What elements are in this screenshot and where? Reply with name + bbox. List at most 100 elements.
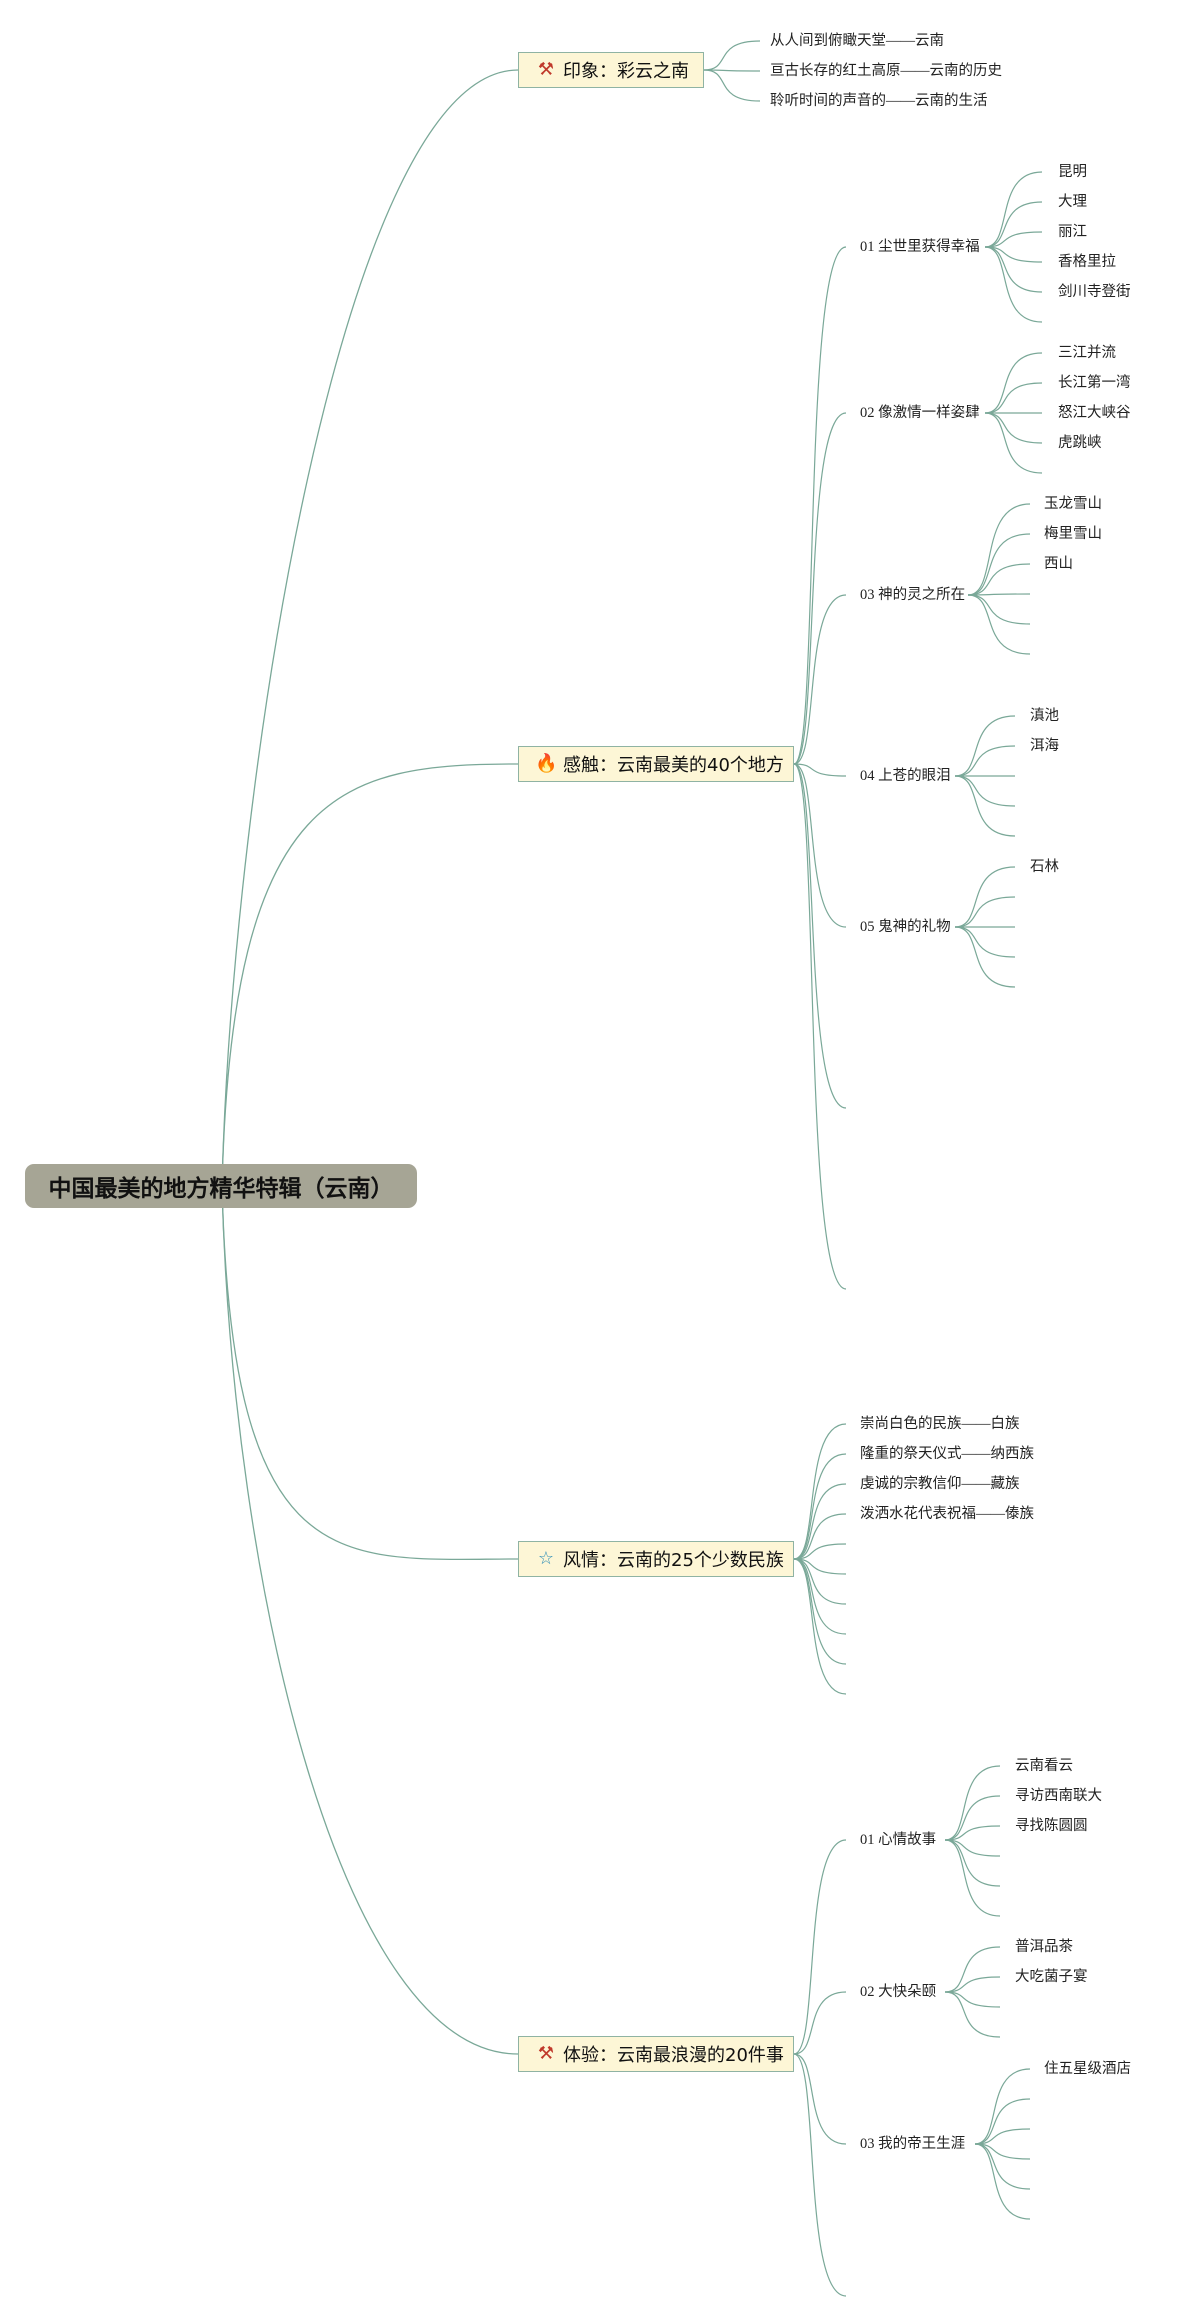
connector-line	[967, 593, 1031, 596]
connector-line	[944, 1991, 1001, 2008]
connector-line	[984, 382, 1043, 414]
connector-line	[974, 2128, 1031, 2145]
leaf-item[interactable]: 怒江大峡谷	[1058, 405, 1131, 421]
subtopic[interactable]: 05 鬼神的礼物	[860, 919, 951, 935]
connector-line	[793, 594, 847, 765]
connector-line	[954, 775, 1016, 807]
subtopic[interactable]: 02 大快朵颐	[860, 1984, 937, 2000]
connector-line	[954, 715, 1016, 777]
leaf-item[interactable]: 梅里雪山	[1044, 526, 1102, 542]
leaf-item[interactable]: 丽江	[1058, 224, 1087, 240]
leaf-item[interactable]: 虎跳峡	[1058, 435, 1102, 451]
leaf-item[interactable]: 西山	[1044, 556, 1073, 572]
leaf-item[interactable]: 大吃菌子宴	[1015, 1969, 1088, 1985]
leaf-item[interactable]: 昆明	[1058, 164, 1087, 180]
leaf-item[interactable]: 三江并流	[1058, 345, 1116, 361]
subtopic[interactable]: 03 神的灵之所在	[860, 587, 966, 603]
connector-line	[954, 926, 1016, 988]
connector-line	[954, 896, 1016, 928]
connector-line	[984, 352, 1043, 414]
connector-line	[974, 2143, 1031, 2190]
connector-line	[793, 763, 847, 928]
connector-line	[944, 1839, 1001, 1917]
connector-line	[944, 1795, 1001, 1841]
subtopic[interactable]: 02 像激情一样姿肆	[860, 405, 980, 421]
connector-line	[793, 763, 847, 777]
connector-line	[974, 2143, 1031, 2220]
leaf-item[interactable]: 洱海	[1030, 738, 1059, 754]
leaf-item[interactable]: 普洱品茶	[1015, 1939, 1073, 1955]
connector-line	[793, 1558, 847, 1695]
leaf-item[interactable]: 玉龙雪山	[1044, 496, 1102, 512]
connector-line	[967, 563, 1031, 596]
leaf-item[interactable]: 亘古长存的红土高原——云南的历史	[770, 63, 1002, 79]
leaf-item[interactable]: 隆重的祭天仪式——纳西族	[860, 1446, 1034, 1462]
topic-experience[interactable]: ⚒ 体验：云南最浪漫的20件事	[518, 2036, 794, 2072]
connector-line	[954, 866, 1016, 928]
subtopic[interactable]: 01 心情故事	[860, 1832, 937, 1848]
leaf-item[interactable]: 香格里拉	[1058, 254, 1116, 270]
connector-line	[954, 775, 1016, 837]
topic-label: 体验：云南最浪漫的20件事	[563, 2045, 784, 2066]
leaf-item[interactable]: 寻访西南联大	[1015, 1788, 1102, 1804]
leaf-item[interactable]: 石林	[1030, 859, 1059, 875]
connector-line	[793, 1543, 847, 1560]
connector-line	[793, 1453, 847, 1560]
topic-label: 感触：云南最美的40个地方	[563, 755, 784, 776]
connector-line	[793, 1483, 847, 1560]
connector-line	[703, 69, 761, 102]
connector-line	[984, 412, 1043, 444]
subtopic[interactable]: 04 上苍的眼泪	[860, 768, 951, 784]
leaf-item[interactable]: 虔诚的宗教信仰——藏族	[860, 1476, 1020, 1492]
connector-line	[984, 246, 1043, 293]
connector-line	[793, 412, 847, 765]
topic-touch[interactable]: 🔥 感触：云南最美的40个地方	[518, 746, 794, 782]
wand-icon: ⚒	[537, 59, 555, 80]
connector-line	[944, 1765, 1001, 1841]
connector-line	[793, 1558, 847, 1665]
connector-line	[944, 1991, 1001, 2038]
connector-line	[793, 763, 847, 1290]
leaf-item[interactable]: 滇池	[1030, 708, 1059, 724]
leaf-item[interactable]: 住五星级酒店	[1044, 2061, 1131, 2077]
root-topic[interactable]: 中国最美的地方精华特辑（云南）	[25, 1164, 417, 1208]
connector-line	[967, 533, 1031, 596]
connector-line	[944, 1839, 1001, 1857]
connector-line	[221, 69, 519, 1187]
connector-line	[793, 1423, 847, 1560]
fire-icon: 🔥	[535, 753, 558, 774]
leaf-item[interactable]: 云南看云	[1015, 1758, 1073, 1774]
subtopic[interactable]: 01 尘世里获得幸福	[860, 239, 980, 255]
leaf-item[interactable]: 泼洒水花代表祝福——傣族	[860, 1506, 1034, 1522]
leaf-item[interactable]: 崇尚白色的民族——白族	[860, 1416, 1020, 1432]
connector-line	[793, 1513, 847, 1560]
leaf-item[interactable]: 大理	[1058, 194, 1087, 210]
leaf-item[interactable]: 从人间到俯瞰天堂——云南	[770, 33, 944, 49]
connector-line	[967, 503, 1031, 596]
connector-line	[967, 594, 1031, 655]
leaf-item[interactable]: 寻找陈圆圆	[1015, 1818, 1088, 1834]
connector-line	[221, 1185, 519, 1561]
connector-line	[793, 2053, 847, 2297]
connector-line	[793, 763, 847, 1109]
connector-line	[793, 1839, 847, 2055]
topic-impression[interactable]: ⚒ 印象：彩云之南	[518, 52, 704, 88]
connector-line	[984, 231, 1043, 248]
leaf-item[interactable]: 聆听时间的声音的——云南的生活	[770, 93, 988, 109]
connector-line	[984, 412, 1043, 474]
connector-line	[793, 2053, 847, 2145]
connector-line	[974, 2143, 1031, 2160]
connector-line	[984, 171, 1043, 248]
wand-icon: ⚒	[537, 2043, 555, 2064]
connector-line	[944, 1825, 1001, 1841]
connector-line	[974, 2098, 1031, 2145]
leaf-item[interactable]: 长江第一湾	[1058, 375, 1131, 391]
subtopic[interactable]: 03 我的帝王生涯	[860, 2136, 966, 2152]
leaf-item[interactable]: 剑川寺登街	[1058, 284, 1131, 300]
topic-label: 印象：彩云之南	[563, 61, 689, 82]
topic-customs[interactable]: ☆ 风情：云南的25个少数民族	[518, 1541, 794, 1577]
connector-line	[984, 246, 1043, 323]
connector-line	[974, 2068, 1031, 2145]
